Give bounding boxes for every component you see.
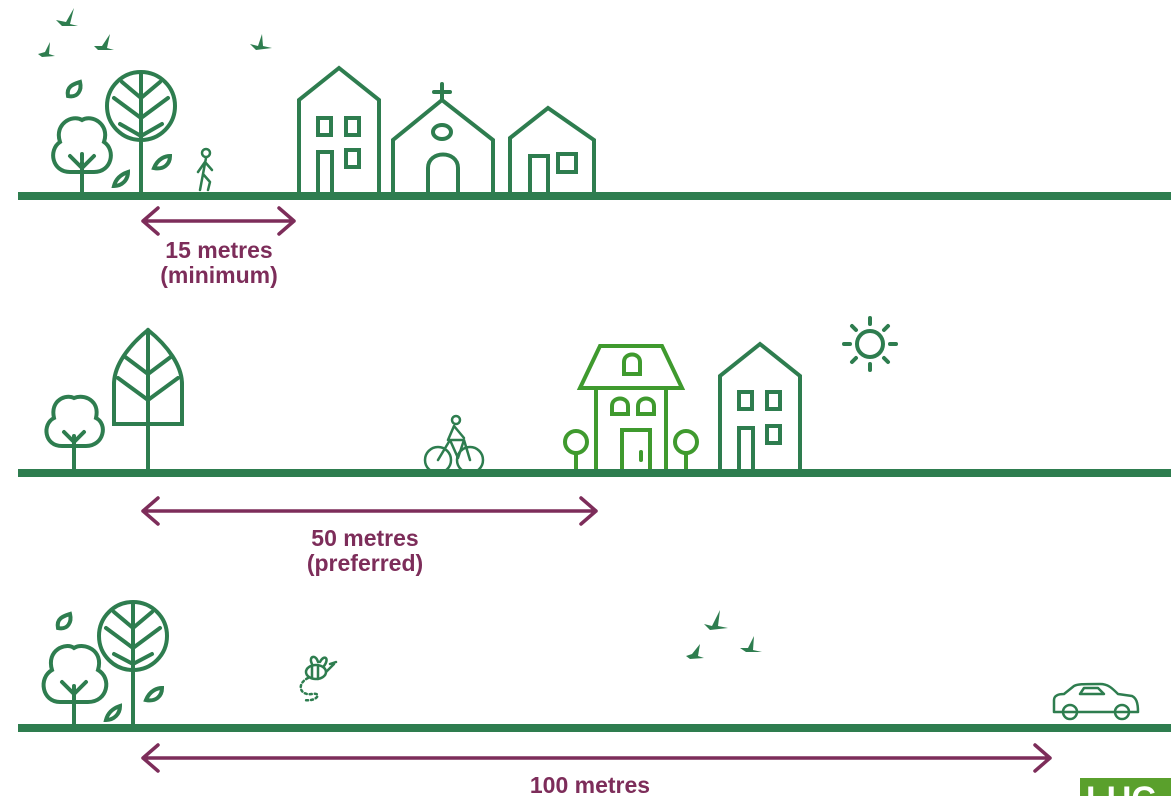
row-2: 50 metres (preferred) xyxy=(18,316,1171,576)
bird-icon xyxy=(704,610,728,630)
round-tree-icon xyxy=(51,116,113,196)
ground-line xyxy=(18,724,1171,732)
distance-label: 50 metres xyxy=(311,525,418,551)
distance-arrow xyxy=(141,743,1052,773)
round-tree-icon xyxy=(44,394,105,472)
row-1: 15 metres (minimum) xyxy=(18,8,1171,288)
townhouse-icon xyxy=(563,344,699,472)
row-3: 100 metres xyxy=(18,600,1171,796)
leaf-tree-icon xyxy=(112,327,184,472)
bird-icon xyxy=(250,34,272,50)
leaf-icon xyxy=(65,79,83,99)
car-icon xyxy=(1052,682,1140,721)
leaf-tree-icon xyxy=(105,70,177,196)
luc-logo: LUC xyxy=(1080,778,1171,796)
leaf-icon xyxy=(143,685,165,703)
distance-qualifier: (preferred) xyxy=(307,550,423,576)
house-icon xyxy=(297,65,381,196)
bird-icon xyxy=(740,636,762,652)
distance-label: 15 metres xyxy=(165,237,272,263)
bee-icon xyxy=(299,655,338,702)
round-tree-icon xyxy=(41,644,109,728)
distance-label: 100 metres xyxy=(530,772,650,796)
house-icon xyxy=(718,341,802,472)
leaf-tree-icon xyxy=(97,600,169,728)
bird-icon xyxy=(94,34,114,50)
leaf-icon xyxy=(151,153,173,171)
ground-line xyxy=(18,469,1171,477)
distance-arrow xyxy=(141,496,598,526)
church-icon xyxy=(391,82,495,196)
sun-icon xyxy=(842,316,898,372)
bird-icon xyxy=(686,644,704,659)
pedestrian-icon xyxy=(196,147,214,192)
bird-icon xyxy=(38,42,55,57)
distance-qualifier: (minimum) xyxy=(160,262,278,288)
leaf-icon xyxy=(55,611,73,631)
cyclist-icon xyxy=(423,414,485,475)
bird-icon xyxy=(56,8,78,26)
logo-text: LUC xyxy=(1086,780,1156,796)
ground-line xyxy=(18,192,1171,200)
leaf-icon xyxy=(111,169,131,189)
small-house-icon xyxy=(508,105,596,196)
leaf-icon xyxy=(103,703,123,723)
distance-arrow xyxy=(141,206,296,236)
